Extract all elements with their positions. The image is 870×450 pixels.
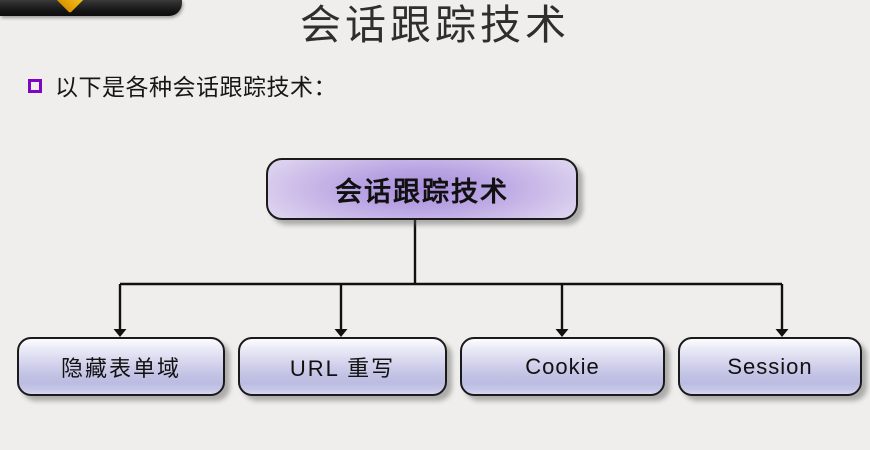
arrowhead-0 (113, 329, 127, 337)
bullet-row: 以下是各种会话跟踪技术： (28, 68, 337, 102)
tree-node-url-rewriting[interactable]: URL 重写 (238, 337, 447, 396)
page-title: 会话跟踪技术 (300, 2, 570, 48)
tree-node-hidden-form-field[interactable]: 隐藏表单域 (17, 337, 225, 396)
tree-node-label: URL 重写 (289, 355, 396, 381)
diamond-icon (55, 0, 85, 14)
tree-node-root-label: 会话跟踪技术 (335, 176, 509, 207)
hollow-square-bullet-icon (28, 79, 42, 93)
tree-node-label: Session (727, 353, 813, 379)
arrowhead-3 (775, 329, 789, 337)
arrowhead-2 (555, 329, 569, 337)
tree-node-root[interactable]: 会话跟踪技术 (266, 158, 578, 220)
tree-node-label: 隐藏表单域 (60, 355, 181, 381)
bullet-text: 以下是各种会话跟踪技术： (55, 74, 337, 100)
tree-node-cookie[interactable]: Cookie (460, 337, 665, 396)
tree-node-label: Cookie (525, 353, 600, 379)
arrowhead-1 (334, 329, 348, 337)
tree-node-session[interactable]: Session (678, 337, 862, 396)
black-corner-banner (0, 0, 182, 16)
